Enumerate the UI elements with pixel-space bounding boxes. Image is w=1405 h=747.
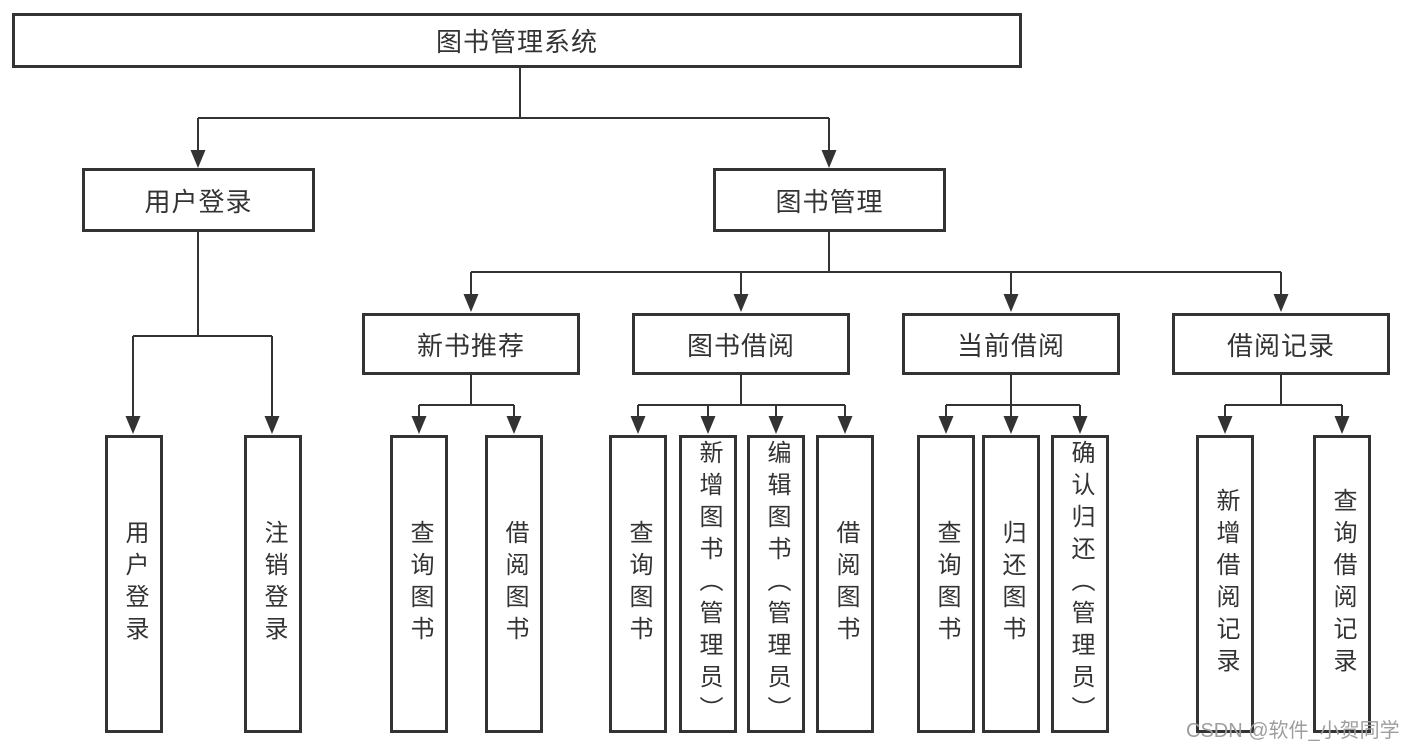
leaf-borrow-books: 借阅图书 bbox=[485, 435, 543, 733]
arrow-down-icon bbox=[700, 416, 716, 434]
connector-root-to-level2 bbox=[197, 68, 830, 152]
node-book-management: 图书管理 bbox=[713, 168, 946, 232]
node-book-borrow: 图书借阅 bbox=[632, 313, 850, 375]
leaf-query-books: 查询图书 bbox=[609, 435, 667, 733]
arrow-down-icon bbox=[938, 416, 954, 434]
leaf-query-books: 查询图书 bbox=[390, 435, 448, 733]
connector-book-management-branch bbox=[470, 232, 1282, 295]
node-borrow-record: 借阅记录 bbox=[1172, 313, 1390, 375]
arrow-down-icon bbox=[463, 294, 479, 312]
connector-new-book-branch bbox=[418, 375, 515, 417]
leaf-query-borrow-record: 查询借阅记录 bbox=[1313, 435, 1371, 733]
arrow-down-icon bbox=[837, 416, 853, 434]
leaf-return-books: 归还图书 bbox=[982, 435, 1040, 733]
arrow-down-icon bbox=[821, 150, 837, 168]
arrow-down-icon bbox=[190, 150, 206, 168]
leaf-edit-books-admin: 编辑图书（管理员） bbox=[747, 435, 805, 733]
node-current-borrow: 当前借阅 bbox=[902, 313, 1120, 375]
node-new-book-recommend: 新书推荐 bbox=[362, 313, 580, 375]
connector-borrow-record-branch bbox=[1224, 375, 1343, 417]
leaf-add-books-admin: 新增图书（管理员） bbox=[679, 435, 737, 733]
arrow-down-icon bbox=[733, 294, 749, 312]
arrow-down-icon bbox=[506, 416, 522, 434]
leaf-confirm-return-admin: 确认归还（管理员） bbox=[1051, 435, 1109, 733]
arrow-down-icon bbox=[768, 416, 784, 434]
arrow-down-icon bbox=[1003, 416, 1019, 434]
leaf-user-login: 用户登录 bbox=[105, 435, 163, 733]
arrow-down-icon bbox=[411, 416, 427, 434]
csdn-watermark: CSDN @软件_小贺同学 bbox=[1186, 720, 1400, 742]
connector-user-login-branch bbox=[132, 232, 273, 417]
connector-current-borrow-branch bbox=[945, 375, 1081, 417]
leaf-add-borrow-record: 新增借阅记录 bbox=[1196, 435, 1254, 733]
node-library-management-system: 图书管理系统 bbox=[12, 13, 1022, 68]
leaf-logout: 注销登录 bbox=[244, 435, 302, 733]
arrow-down-icon bbox=[1072, 416, 1088, 434]
arrow-down-icon bbox=[1273, 294, 1289, 312]
arrow-down-icon bbox=[1217, 416, 1233, 434]
arrow-down-icon bbox=[630, 416, 646, 434]
connector-book-borrow-branch bbox=[637, 375, 846, 417]
arrow-down-icon bbox=[1334, 416, 1350, 434]
arrow-down-icon bbox=[125, 416, 141, 434]
node-user-login: 用户登录 bbox=[82, 168, 315, 232]
arrow-down-icon bbox=[264, 416, 280, 434]
leaf-query-books: 查询图书 bbox=[917, 435, 975, 733]
arrow-down-icon bbox=[1003, 294, 1019, 312]
leaf-borrow-books: 借阅图书 bbox=[816, 435, 874, 733]
